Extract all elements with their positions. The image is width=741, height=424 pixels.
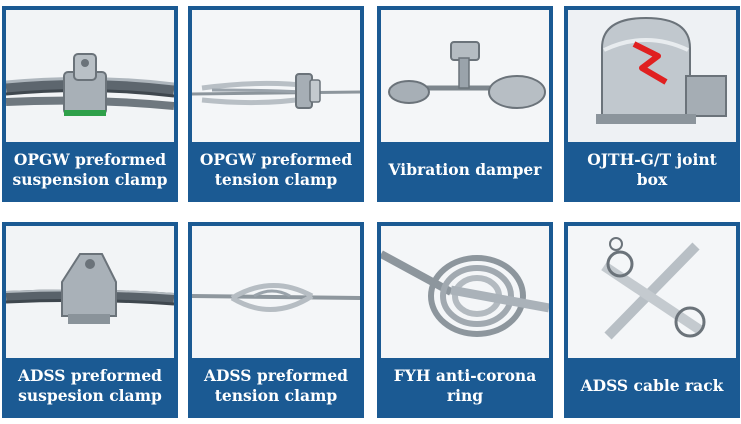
tension-clamp-icon: [192, 10, 360, 142]
product-label: OJTH-G/T joint box: [568, 142, 736, 198]
product-card-vibration-damper[interactable]: Vibration damper: [377, 6, 553, 202]
product-label: FYH anti-corona ring: [381, 358, 549, 414]
suspension-clamp-icon: [6, 10, 174, 142]
suspension-clamp-icon: [6, 226, 174, 358]
anti-corona-ring-icon: [381, 226, 549, 358]
product-photo: [568, 226, 736, 358]
product-photo: [568, 10, 736, 142]
product-photo: [381, 226, 549, 358]
product-photo: [381, 10, 549, 142]
product-card-adss-cable-rack[interactable]: ADSS cable rack: [564, 222, 740, 418]
joint-box-icon: [568, 10, 736, 142]
product-photo: [192, 10, 360, 142]
product-card-ojth-joint-box[interactable]: OJTH-G/T joint box: [564, 6, 740, 202]
product-label: Vibration damper: [381, 142, 549, 198]
vibration-damper-icon: [381, 10, 549, 142]
product-card-fyh-anti-corona-ring[interactable]: FYH anti-corona ring: [377, 222, 553, 418]
product-photo: [6, 10, 174, 142]
tension-clamp-icon: [192, 226, 360, 358]
product-photo: [6, 226, 174, 358]
product-label: ADSS cable rack: [568, 358, 736, 414]
cable-rack-icon: [568, 226, 736, 358]
product-photo: [192, 226, 360, 358]
